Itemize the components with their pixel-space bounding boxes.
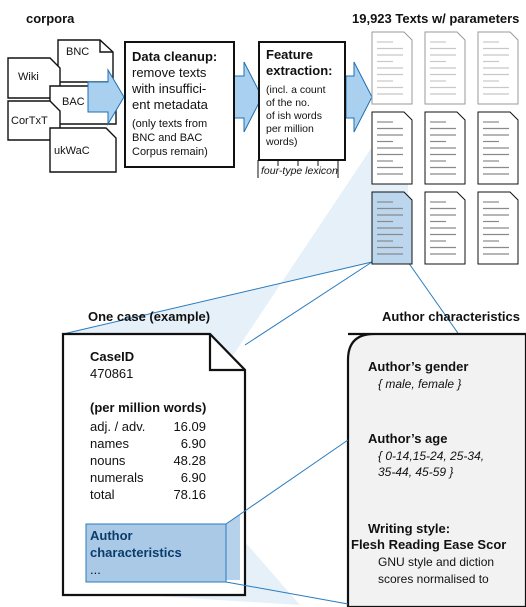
feature-title-2: extraction: bbox=[266, 63, 333, 78]
connector-bottom bbox=[225, 581, 349, 605]
gnu-line-1: GNU style and diction bbox=[378, 555, 495, 569]
feature-body-5: words) bbox=[266, 136, 298, 148]
case-feature-label: numerals bbox=[90, 470, 144, 485]
author-gender-values: { male, female } bbox=[378, 377, 462, 391]
case-feature-row: names 6.90 bbox=[90, 436, 206, 453]
case-feature-value: 48.28 bbox=[173, 453, 206, 468]
feature-body-2: of the no. bbox=[266, 97, 310, 109]
cleanup-note-2: BNC and BAC bbox=[132, 132, 203, 144]
feature-title-1: Feature bbox=[266, 47, 313, 62]
case-feature-label: adj. / adv. bbox=[90, 419, 146, 434]
source-doc-ukwac bbox=[49, 127, 117, 173]
per-million-label: (per million words) bbox=[90, 400, 207, 415]
cleanup-note-1: (only texts from bbox=[132, 118, 208, 130]
case-feature-label: total bbox=[90, 487, 115, 502]
case-id-label: CaseID bbox=[90, 349, 135, 364]
case-feature-row: numerals 6.90 bbox=[90, 470, 206, 487]
output-doc-thumbnail bbox=[477, 111, 519, 185]
source-doc-cortxt bbox=[7, 100, 61, 141]
author-gender-label: Author’s gender bbox=[368, 359, 469, 374]
output-doc-thumbnail bbox=[424, 31, 466, 105]
cleanup-body-3: ent metadata bbox=[132, 97, 208, 112]
case-feature-value: 16.09 bbox=[173, 419, 206, 434]
case-feature-value: 6.90 bbox=[180, 470, 206, 485]
source-ukwac: ukWaC bbox=[54, 145, 90, 157]
case-feature-row: adj. / adv. 16.09 bbox=[90, 419, 206, 436]
case-feature-row: nouns 48.28 bbox=[90, 453, 206, 470]
flesh-label: Flesh Reading Ease Scor bbox=[351, 537, 507, 552]
case-feature-label: nouns bbox=[90, 453, 126, 468]
arrow-feature-to-texts bbox=[345, 61, 373, 133]
projection-line-case bbox=[244, 261, 373, 346]
lexicon-label: four-type lexicon bbox=[261, 165, 338, 177]
projection-line-left bbox=[62, 261, 373, 335]
author-highlight bbox=[85, 514, 240, 583]
output-doc-thumbnail bbox=[424, 111, 466, 185]
output-doc-thumbnails bbox=[371, 31, 519, 265]
source-bac: BAC bbox=[62, 96, 85, 108]
source-bnc: BNC bbox=[66, 46, 90, 58]
case-feature-value: 78.16 bbox=[173, 487, 206, 502]
cleanup-body-1: remove texts bbox=[132, 65, 207, 80]
cleanup-title: Data cleanup: bbox=[132, 49, 218, 64]
connector-top bbox=[225, 439, 349, 525]
output-doc-thumbnail bbox=[371, 111, 413, 185]
cleanup-box bbox=[124, 41, 235, 168]
author-age-values-2: 35-44, 45-59 } bbox=[378, 465, 454, 479]
author-heading: Author characteristics bbox=[382, 309, 520, 324]
case-author-label-2: characteristics bbox=[90, 545, 182, 560]
writing-style-label: Writing style: bbox=[368, 521, 451, 536]
feature-body-4: per million bbox=[266, 123, 314, 135]
source-doc-wiki bbox=[7, 57, 61, 99]
feature-body-3: of ish words bbox=[266, 110, 323, 122]
cleanup-body-2: with insuffici- bbox=[132, 81, 207, 96]
case-feature-value: 6.90 bbox=[180, 436, 206, 451]
gnu-line-2: scores normalised to bbox=[378, 572, 489, 586]
corpora-label: corpora bbox=[26, 11, 75, 26]
output-doc-thumbnail bbox=[424, 191, 466, 265]
feature-box bbox=[258, 41, 346, 161]
case-id-value: 470861 bbox=[90, 366, 134, 381]
output-doc-thumbnail bbox=[477, 31, 519, 105]
feature-body-1: (incl. a count bbox=[266, 84, 326, 96]
author-age-label: Author’s age bbox=[368, 431, 448, 446]
source-cortxt: CorTxT bbox=[11, 115, 48, 127]
case-feature-row: total 78.16 bbox=[90, 487, 206, 504]
case-heading: One case (example) bbox=[88, 309, 211, 324]
author-age-values-1: { 0-14,15-24, 25-34, bbox=[378, 449, 485, 463]
source-wiki: Wiki bbox=[18, 71, 39, 83]
case-author-label-1: Author bbox=[90, 528, 133, 543]
author-panel bbox=[346, 332, 526, 607]
arrow-sources-to-cleanup bbox=[87, 68, 125, 126]
cleanup-note-3: Corpus remain) bbox=[132, 146, 208, 158]
output-documents-grid bbox=[370, 30, 526, 270]
arrow-cleanup-to-feature bbox=[233, 61, 263, 133]
output-doc-thumbnail bbox=[477, 191, 519, 265]
output-doc-thumbnail bbox=[371, 31, 413, 105]
case-feature-label: names bbox=[90, 436, 130, 451]
output-doc-thumbnail bbox=[371, 191, 413, 265]
output-label: 19,923 Texts w/ parameters bbox=[352, 11, 520, 26]
case-ellipsis: ... bbox=[90, 562, 101, 577]
